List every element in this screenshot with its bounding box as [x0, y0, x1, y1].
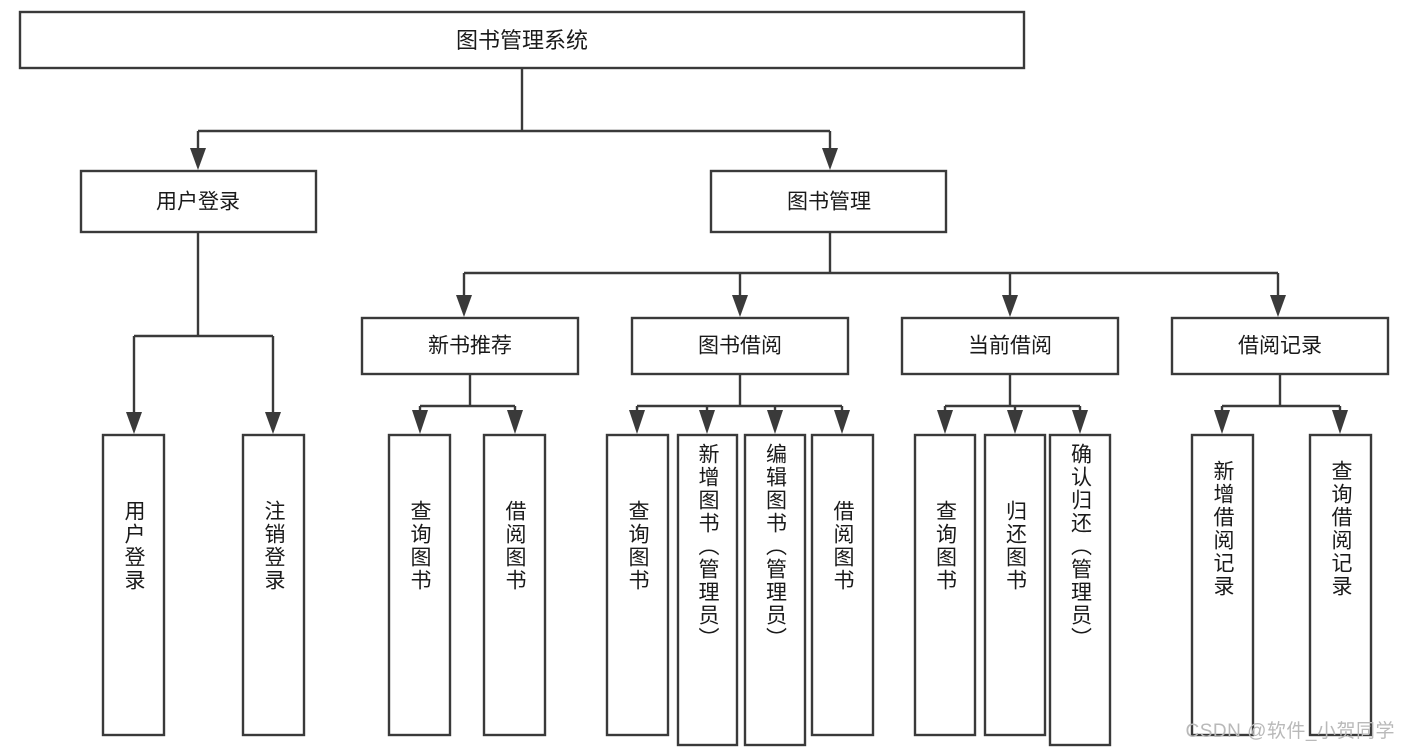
leaf-box-query-books-cb[interactable] [913, 433, 977, 737]
node-book-management-label: 图书管理 [787, 191, 871, 214]
arrow-head-cb-leaf-3 [1072, 410, 1088, 434]
arrow-head-bb-leaf-1 [629, 410, 645, 434]
arrow-head-br-leaf-2 [1332, 410, 1348, 434]
connector-group-user-login [126, 232, 281, 434]
connector-group-borrow-record [1214, 374, 1348, 434]
node-root-label: 图书管理系统 [456, 28, 588, 53]
arrow-head-current-borrow [1002, 295, 1018, 317]
node-root-system[interactable]: 图书管理系统 [18, 10, 1026, 70]
node-user-login-label: 用户登录 [156, 191, 240, 214]
leaf-box-add-book-admin[interactable] [676, 433, 739, 747]
leaf-box-logout[interactable] [241, 433, 306, 737]
node-book-management-box [709, 169, 948, 234]
node-book-management[interactable]: 图书管理 [709, 169, 948, 234]
connector-group-book-management [456, 232, 1286, 317]
leaf-box-user-login[interactable] [101, 433, 166, 737]
node-current-borrow[interactable]: 当前借阅 [900, 316, 1120, 376]
arrow-head-leaf-user-login [126, 412, 142, 434]
arrow-head-to-bookmgmt [822, 148, 838, 170]
connector-group-current-borrow [937, 374, 1088, 434]
node-user-login[interactable]: 用户登录 [79, 169, 318, 234]
node-book-borrow-label: 图书借阅 [698, 335, 782, 358]
node-borrow-record-label: 借阅记录 [1238, 335, 1322, 358]
arrow-head-bb-leaf-2 [699, 410, 715, 434]
arrow-head-nbr-leaf-1 [412, 410, 428, 434]
node-root-box [18, 10, 1026, 70]
arrow-head-to-login [190, 148, 206, 170]
connector-group-book-borrow [629, 374, 850, 434]
arrow-head-cb-leaf-2 [1007, 410, 1023, 434]
node-new-book-recommend-box [360, 316, 580, 376]
connector-group-root [190, 68, 838, 170]
leaf-box-edit-book-admin[interactable] [743, 433, 807, 747]
arrow-head-bb-leaf-4 [834, 410, 850, 434]
arrow-head-cb-leaf-1 [937, 410, 953, 434]
leaf-box-query-books-bb[interactable] [605, 433, 670, 737]
node-book-borrow[interactable]: 图书借阅 [630, 316, 850, 376]
leaf-boxes [101, 433, 1373, 747]
node-book-borrow-box [630, 316, 850, 376]
leaf-box-borrow-books-nbr[interactable] [482, 433, 547, 737]
watermark-csdn: CSDN @软件_小贺同学 [1185, 721, 1395, 742]
leaf-box-confirm-return-admin[interactable] [1048, 433, 1112, 747]
arrow-head-bb-leaf-3 [767, 410, 783, 434]
node-borrow-record-box [1170, 316, 1390, 376]
leaf-box-return-books[interactable] [983, 433, 1047, 737]
arrow-head-borrow-record [1270, 295, 1286, 317]
node-borrow-record[interactable]: 借阅记录 [1170, 316, 1390, 376]
leaf-box-query-borrow-record[interactable] [1308, 433, 1373, 737]
leaf-box-borrow-books-bb[interactable] [810, 433, 875, 737]
arrow-head-new-book-rec [456, 295, 472, 317]
leaf-box-query-books-nbr[interactable] [387, 433, 452, 737]
arrow-head-leaf-logout [265, 412, 281, 434]
arrow-head-br-leaf-1 [1214, 410, 1230, 434]
arrow-head-book-borrow [732, 295, 748, 317]
node-current-borrow-label: 当前借阅 [968, 335, 1052, 358]
node-current-borrow-box [900, 316, 1120, 376]
arrow-head-nbr-leaf-2 [507, 410, 523, 434]
node-new-book-recommend-label: 新书推荐 [428, 335, 512, 358]
leaf-box-add-borrow-record[interactable] [1190, 433, 1255, 737]
node-new-book-recommend[interactable]: 新书推荐 [360, 316, 580, 376]
node-user-login-box [79, 169, 318, 234]
connector-group-new-book-rec [412, 374, 523, 434]
